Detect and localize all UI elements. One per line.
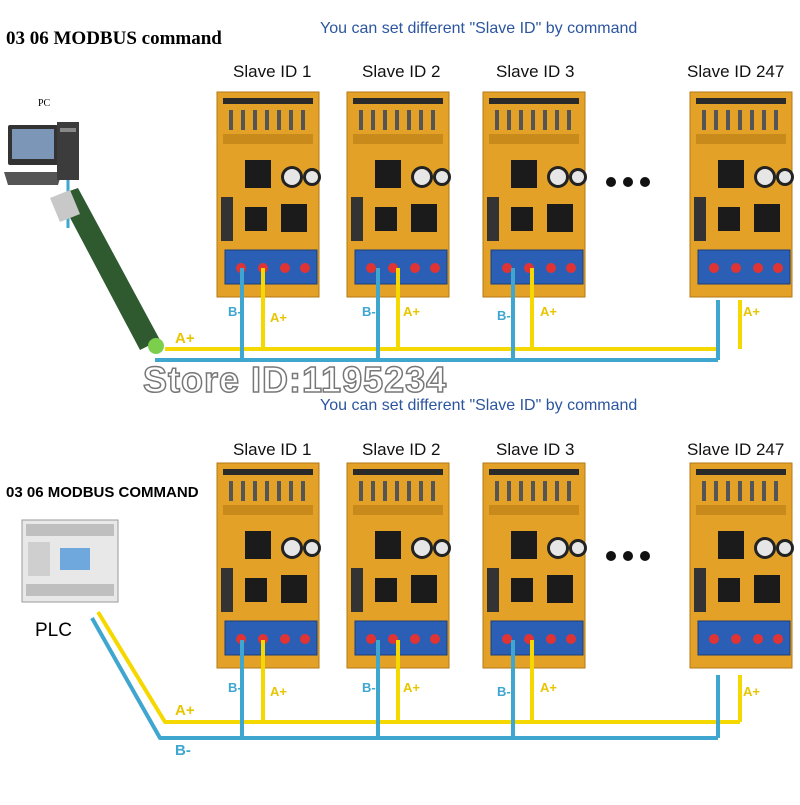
wire-a-label: A+	[540, 304, 557, 319]
note-bottom: You can set different "Slave ID" by comm…	[320, 397, 638, 414]
wire-a-label: A+	[175, 330, 195, 347]
slave-board-247	[689, 91, 795, 298]
ellipsis-icon-bottom	[606, 551, 650, 561]
wire-a-label: A+	[403, 304, 420, 319]
ellipsis-icon	[606, 177, 650, 187]
slave-board-1	[216, 91, 322, 298]
slave-id-label: Slave ID 3	[496, 62, 575, 81]
pc-icon	[4, 122, 79, 185]
store-watermark: Store ID:1195234	[142, 358, 448, 401]
slave-board-2-bottom	[346, 462, 452, 669]
wire-a-label: A+	[175, 702, 195, 719]
slave-id-label: Slave ID 1	[233, 440, 312, 459]
wire-a-top	[165, 268, 742, 351]
wire-b-top	[155, 268, 720, 362]
slave-id-label: Slave ID 2	[362, 62, 441, 81]
slave-board-247-bottom	[689, 462, 795, 669]
slave-id-label: Slave ID 247	[687, 62, 785, 81]
wire-a-label: A+	[403, 680, 420, 695]
usb-adapter-icon	[50, 188, 164, 354]
wire-b-label: B-	[497, 684, 511, 699]
slave-board-1-bottom	[216, 462, 322, 669]
plc-icon	[21, 519, 119, 603]
wire-b-label: B-	[362, 304, 376, 319]
wire-a-label: A+	[743, 304, 760, 319]
slave-id-label: Slave ID 2	[362, 440, 441, 459]
wire-a-label: A+	[270, 684, 287, 699]
wire-b-label: B-	[228, 680, 242, 695]
slave-id-label: Slave ID 247	[687, 440, 785, 459]
slave-id-label: Slave ID 1	[233, 62, 312, 81]
wire-a-label: A+	[743, 684, 760, 699]
pc-label: PC	[38, 98, 51, 109]
slave-board-3-bottom	[482, 462, 588, 669]
command-title-top: 03 06 MODBUS command	[6, 28, 222, 49]
wire-b-label: B-	[362, 680, 376, 695]
wire-a-label: A+	[270, 310, 287, 325]
slave-board-3	[482, 91, 588, 298]
wire-a-label: A+	[540, 680, 557, 695]
wire-b-label: B-	[175, 742, 191, 759]
bottom-panel	[21, 462, 795, 740]
wire-b-bottom	[90, 617, 720, 740]
wire-b-label: B-	[228, 304, 242, 319]
slave-board-2	[346, 91, 452, 298]
slave-id-label: Slave ID 3	[496, 440, 575, 459]
wire-a-bottom	[96, 610, 742, 724]
note-top: You can set different "Slave ID" by comm…	[320, 20, 638, 37]
command-title-bottom: 03 06 MODBUS COMMAND	[6, 484, 199, 501]
wire-b-label: B-	[497, 308, 511, 323]
plc-label: PLC	[35, 620, 72, 641]
top-panel	[4, 91, 795, 362]
